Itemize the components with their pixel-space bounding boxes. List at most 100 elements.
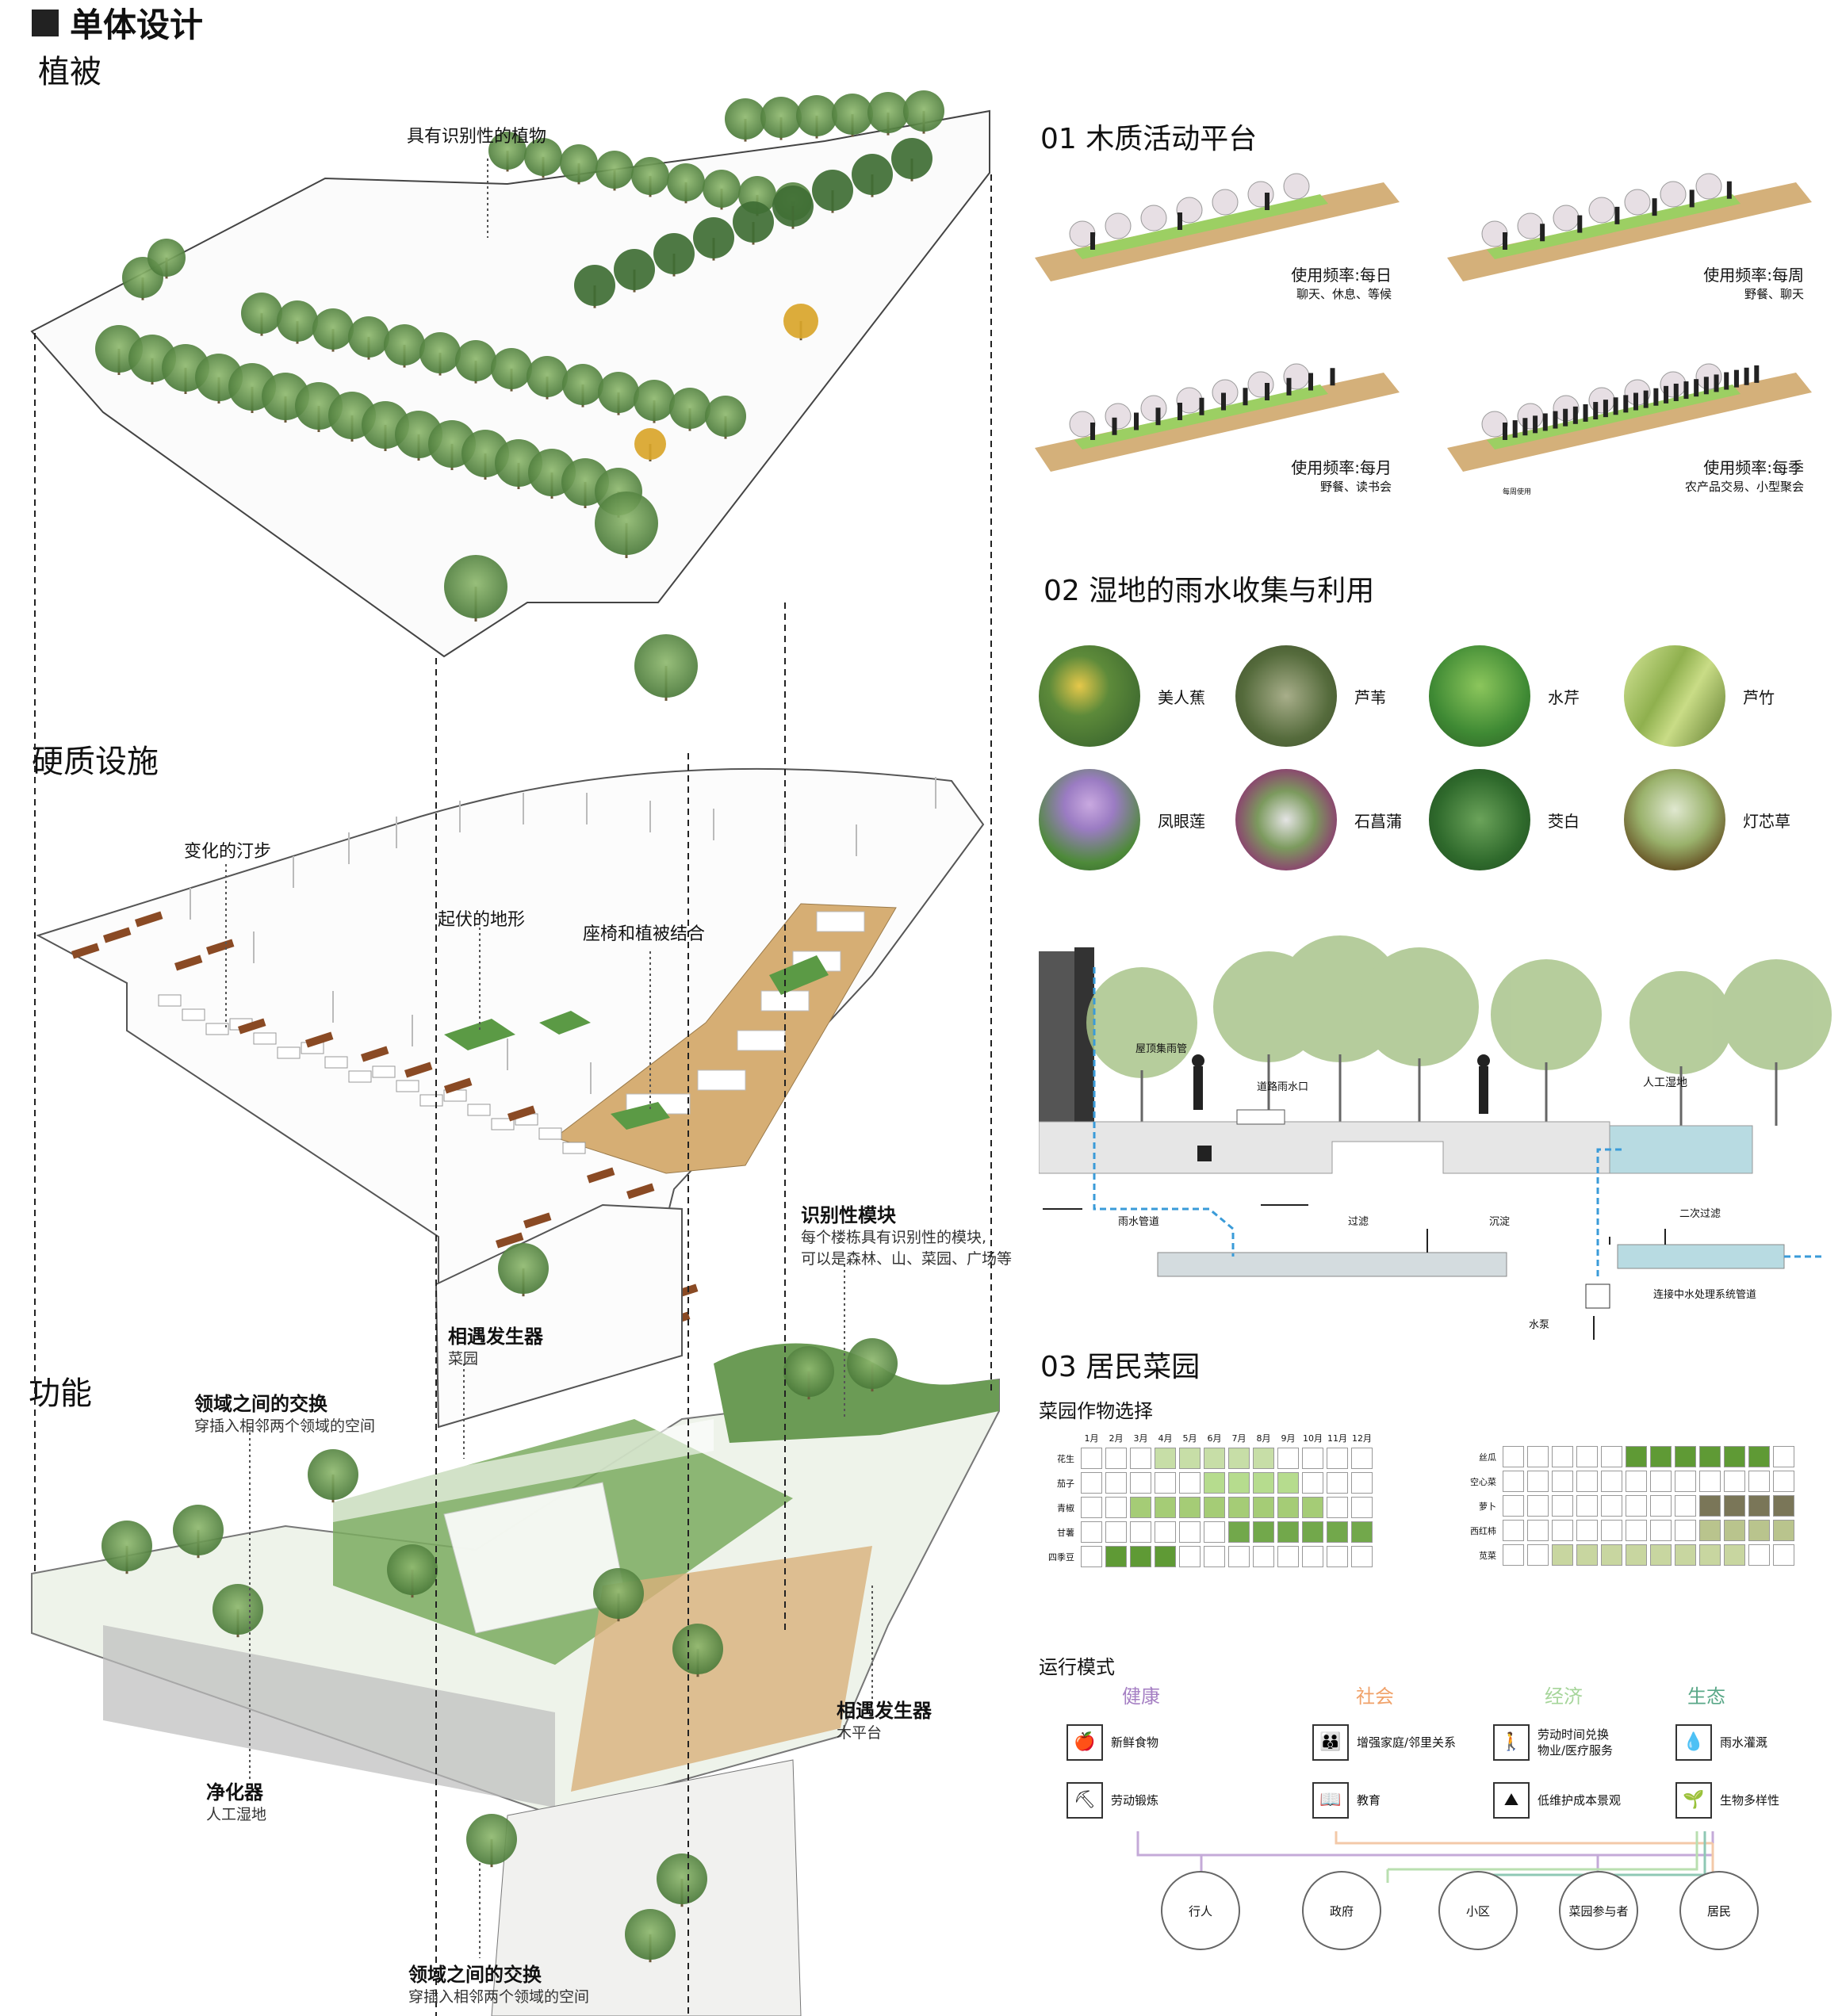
platform-diagram	[1447, 363, 1812, 472]
tree-canopy	[705, 396, 746, 437]
person-silhouette	[1090, 423, 1095, 440]
section-02-title: 02 湿地的雨水收集与利用	[1044, 575, 1375, 607]
person-icon: 🚶	[1493, 1724, 1530, 1761]
section-trunks	[1140, 1054, 1778, 1126]
month-cell	[1351, 1497, 1373, 1518]
annotation-exchange-2: 领域之间的交换 穿插入相邻两个领域的空间	[408, 1964, 589, 2006]
month-cell	[1527, 1544, 1549, 1566]
card-daily: 使用频率:每日 聊天、休息、等候	[1174, 266, 1392, 304]
month-cell	[1626, 1544, 1647, 1566]
tree-canopy	[669, 388, 710, 429]
plant-name: 芦苇	[1354, 687, 1386, 707]
annotation-encounter-garden: 相遇发生器 菜园	[448, 1326, 543, 1368]
month-header: 9月	[1281, 1433, 1296, 1444]
tree-canopy	[760, 97, 802, 138]
plant-name: 水芹	[1548, 687, 1580, 707]
month-cell	[1552, 1495, 1573, 1517]
month-cell	[1650, 1544, 1672, 1566]
month-cell	[1601, 1446, 1622, 1467]
crop-row: 四季豆	[1048, 1546, 1373, 1567]
category-health-label: 健康	[1122, 1685, 1160, 1708]
crop-name: 空心菜	[1470, 1476, 1496, 1487]
person-silhouette	[1503, 232, 1507, 250]
month-cell	[1699, 1471, 1721, 1492]
month-cell	[1105, 1546, 1127, 1567]
month-cell	[1552, 1520, 1573, 1541]
flow-lines	[1093, 967, 1824, 1276]
month-cell	[1130, 1448, 1151, 1469]
encounter-platform-title: 相遇发生器	[837, 1700, 932, 1722]
item-education: 📖教育	[1312, 1782, 1381, 1819]
bench	[587, 1167, 615, 1184]
month-cell	[1675, 1471, 1696, 1492]
module-title: 识别性模块	[801, 1204, 896, 1226]
month-cell	[1552, 1446, 1573, 1467]
purifier-sub: 人工湿地	[206, 1806, 267, 1823]
crop-name: 西红柿	[1470, 1525, 1496, 1536]
annotation-module: 识别性模块 每个楼栋具有识别性的模块, 可以是森林、山、菜园、广场等	[801, 1205, 1012, 1268]
month-cell	[1650, 1471, 1672, 1492]
bench	[444, 1077, 473, 1094]
stepping-stone	[324, 1056, 348, 1069]
card-seasonal: 使用频率:每季 农产品交易、小型聚会	[1586, 458, 1804, 496]
leader-lines	[225, 159, 873, 1958]
month-cell	[1576, 1544, 1598, 1566]
wild-rice-image	[1429, 769, 1530, 870]
month-cell	[1302, 1497, 1323, 1518]
tree-canopy	[595, 151, 634, 189]
month-cell	[1576, 1471, 1598, 1492]
tree-canopy	[657, 1853, 707, 1904]
card-small-note: 每周使用	[1503, 488, 1532, 496]
plant-name: 石菖蒲	[1354, 811, 1402, 831]
month-cell	[1773, 1471, 1794, 1492]
month-cell	[1626, 1520, 1647, 1541]
month-cell	[1277, 1472, 1299, 1494]
month-cell	[1748, 1544, 1770, 1566]
crop-name: 萝卜	[1479, 1501, 1496, 1512]
month-header: 1月	[1084, 1433, 1099, 1444]
month-header: 12月	[1352, 1433, 1372, 1444]
person-silhouette	[1553, 411, 1558, 429]
tree-canopy	[491, 348, 532, 389]
month-cell	[1601, 1544, 1622, 1566]
bench	[237, 1018, 266, 1035]
module-desc-2: 可以是森林、山、菜园、广场等	[801, 1250, 1013, 1268]
exchange-1-title: 领域之间的交换	[194, 1393, 327, 1415]
tree-canopy	[308, 1449, 358, 1500]
month-cell	[1228, 1472, 1250, 1494]
plant-reed: 芦苇	[1235, 645, 1386, 747]
encounter-platform-sub: 木平台	[837, 1724, 883, 1742]
title-square-icon	[32, 9, 59, 36]
month-cell	[1155, 1521, 1176, 1543]
month-cell	[1748, 1520, 1770, 1541]
month-cell	[1773, 1495, 1794, 1517]
person-silhouette	[1652, 198, 1657, 216]
item-label-2: 物业/医疗服务	[1538, 1743, 1614, 1758]
blossom-tree	[1212, 189, 1239, 216]
person-silhouette	[1724, 372, 1729, 390]
blossom-tree	[1553, 205, 1580, 231]
month-cell	[1626, 1471, 1647, 1492]
item-exercise: ⛏劳动锻炼	[1067, 1782, 1158, 1819]
stepping-stone	[372, 1065, 396, 1078]
month-cell	[1576, 1495, 1598, 1517]
tree-canopy	[598, 372, 639, 413]
tree-canopy	[173, 1505, 224, 1555]
function-layer	[31, 1343, 1000, 2016]
person-silhouette	[1733, 369, 1739, 388]
section-03-subtitle: 菜园作物选择	[1039, 1400, 1153, 1422]
category-economy: 经济	[1545, 1681, 1583, 1708]
month-cell	[1228, 1521, 1250, 1543]
person-silhouette	[1199, 397, 1204, 415]
month-cell	[1130, 1472, 1151, 1494]
grass-strip	[1074, 384, 1328, 449]
month-cell	[1327, 1521, 1348, 1543]
bench	[361, 1046, 389, 1062]
person-silhouette	[1726, 181, 1732, 199]
stepping-stone	[419, 1094, 443, 1107]
month-header: 6月	[1207, 1433, 1222, 1444]
blossom-tree	[1105, 403, 1132, 430]
label-roof: 屋顶集雨管	[1135, 1043, 1188, 1055]
person-silhouette	[1265, 383, 1269, 400]
label-stepping-stones: 变化的汀步	[184, 842, 272, 862]
